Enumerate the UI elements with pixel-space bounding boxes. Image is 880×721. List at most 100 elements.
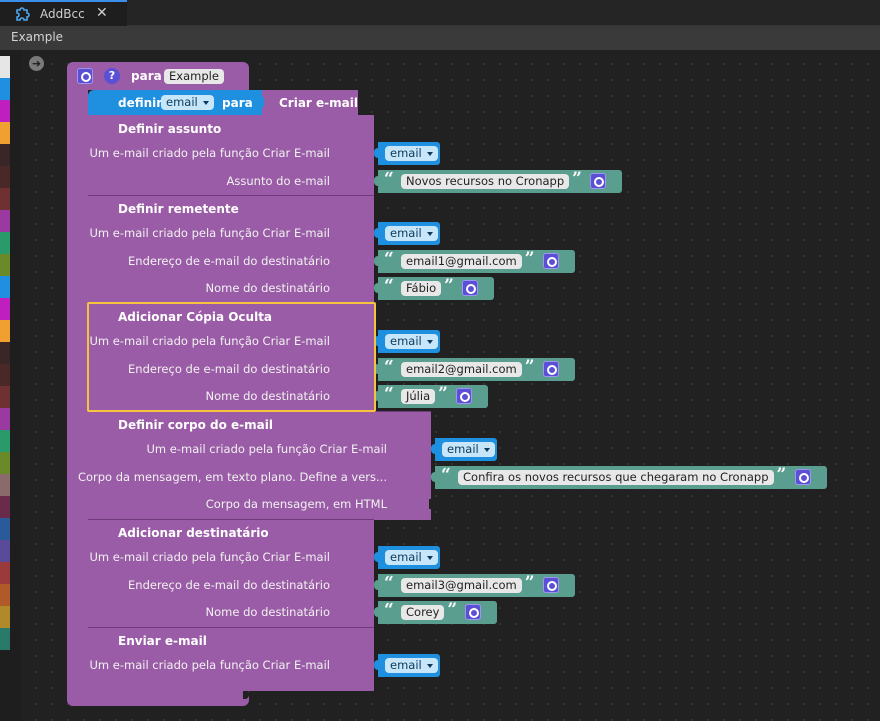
block-separator bbox=[88, 303, 374, 304]
category-swatch[interactable] bbox=[0, 232, 10, 254]
text-field[interactable]: Novos recursos no Cronapp bbox=[401, 173, 570, 189]
category-swatch[interactable] bbox=[0, 452, 10, 474]
category-swatch[interactable] bbox=[0, 320, 10, 342]
category-swatch[interactable] bbox=[0, 628, 10, 650]
redo-icon[interactable]: ➜ bbox=[29, 56, 44, 71]
input-label: Nome do destinatário bbox=[205, 281, 330, 295]
category-swatch[interactable] bbox=[0, 276, 10, 298]
statement-block[interactable] bbox=[88, 627, 374, 691]
block-title: Adicionar Cópia Oculta bbox=[118, 310, 273, 324]
create-email-block[interactable] bbox=[262, 90, 358, 116]
statement-block[interactable] bbox=[88, 303, 374, 412]
input-label: Endereço de e-mail do destinatário bbox=[128, 577, 330, 592]
set-variable-dropdown[interactable]: email bbox=[161, 95, 214, 110]
gear-icon[interactable] bbox=[462, 280, 479, 296]
category-swatch[interactable] bbox=[0, 166, 10, 188]
function-body-spine bbox=[67, 88, 88, 685]
input-label: Corpo da mensagem, em texto plano. Defin… bbox=[77, 469, 387, 484]
variable-dropdown[interactable]: email bbox=[385, 146, 438, 161]
category-swatch[interactable] bbox=[0, 78, 10, 100]
connector bbox=[431, 444, 436, 454]
category-swatch[interactable] bbox=[0, 100, 10, 122]
block-title: Definir remetente bbox=[118, 202, 239, 216]
gear-icon[interactable] bbox=[542, 360, 559, 377]
variable-dropdown[interactable]: email bbox=[385, 658, 438, 673]
set-to-keyword: para bbox=[222, 96, 253, 110]
gear-icon[interactable] bbox=[465, 604, 482, 620]
input-label: Um e-mail criado pela função Criar E-mai… bbox=[89, 226, 330, 240]
text-field[interactable]: Fábio bbox=[401, 281, 442, 296]
input-label: Um e-mail criado pela função Criar E-mai… bbox=[89, 334, 330, 348]
text-field[interactable]: email1@gmail.com bbox=[401, 253, 522, 269]
tab-addbcc[interactable]: AddBcc ✕ bbox=[0, 0, 127, 26]
variable-dropdown[interactable]: email bbox=[385, 334, 438, 349]
category-swatch[interactable] bbox=[0, 122, 10, 144]
gear-icon[interactable] bbox=[77, 68, 93, 84]
category-swatch[interactable] bbox=[0, 364, 10, 386]
category-swatch[interactable] bbox=[0, 430, 10, 452]
text-field[interactable]: Júlia bbox=[401, 389, 436, 404]
statement-block[interactable] bbox=[88, 411, 431, 520]
category-swatch[interactable] bbox=[0, 606, 10, 628]
gear-icon[interactable] bbox=[590, 172, 607, 189]
statement-block[interactable] bbox=[88, 195, 374, 304]
category-swatch[interactable] bbox=[0, 584, 10, 606]
connector bbox=[374, 148, 379, 158]
variable-dropdown[interactable]: email bbox=[385, 550, 438, 565]
category-swatch[interactable] bbox=[0, 188, 10, 210]
category-swatch[interactable] bbox=[0, 144, 10, 166]
function-name-field[interactable]: Example bbox=[164, 69, 224, 84]
gear-icon[interactable] bbox=[542, 576, 559, 593]
category-swatch[interactable] bbox=[0, 562, 10, 584]
open-quote-icon: “ bbox=[384, 248, 394, 269]
connector bbox=[374, 607, 379, 617]
empty-input-socket[interactable] bbox=[429, 499, 435, 509]
function-keyword: para bbox=[131, 69, 162, 83]
statement-block[interactable] bbox=[88, 115, 374, 196]
variable-dropdown[interactable]: email bbox=[442, 442, 495, 457]
category-swatch[interactable] bbox=[0, 56, 10, 78]
block-separator bbox=[88, 627, 374, 628]
category-swatch[interactable] bbox=[0, 386, 10, 408]
close-icon[interactable]: ✕ bbox=[96, 5, 108, 21]
gear-icon[interactable] bbox=[794, 468, 811, 485]
category-palette[interactable] bbox=[0, 56, 10, 721]
category-swatch[interactable] bbox=[0, 210, 10, 232]
open-quote-icon: “ bbox=[384, 600, 394, 620]
help-icon[interactable]: ? bbox=[104, 68, 120, 84]
open-quote-icon: “ bbox=[384, 384, 394, 404]
open-quote-icon: “ bbox=[441, 464, 451, 485]
statement-block[interactable] bbox=[88, 519, 374, 628]
close-quote-icon: ” bbox=[447, 600, 458, 620]
close-quote-icon: ” bbox=[572, 168, 582, 189]
category-swatch[interactable] bbox=[0, 408, 10, 430]
open-quote-icon: “ bbox=[384, 276, 394, 296]
category-swatch[interactable] bbox=[0, 342, 10, 364]
input-label: Endereço de e-mail do destinatário bbox=[128, 253, 330, 268]
close-quote-icon: ” bbox=[524, 572, 535, 593]
category-swatch[interactable] bbox=[0, 540, 10, 562]
category-swatch[interactable] bbox=[0, 496, 10, 518]
category-swatch[interactable] bbox=[0, 518, 10, 540]
connector bbox=[374, 552, 379, 562]
connector bbox=[374, 579, 379, 590]
text-field[interactable]: Corey bbox=[401, 605, 445, 620]
category-swatch[interactable] bbox=[0, 298, 10, 320]
block-title: Definir corpo do e-mail bbox=[118, 418, 273, 432]
connector bbox=[431, 471, 436, 482]
gear-icon[interactable] bbox=[456, 388, 473, 404]
category-swatch[interactable] bbox=[0, 474, 10, 496]
connector bbox=[374, 391, 379, 401]
gear-icon[interactable] bbox=[542, 252, 559, 269]
create-email-label: Criar e-mail bbox=[279, 96, 358, 110]
variable-dropdown[interactable]: email bbox=[385, 226, 438, 241]
connector bbox=[374, 175, 379, 186]
category-swatch[interactable] bbox=[0, 254, 10, 276]
close-quote-icon: ” bbox=[776, 464, 787, 485]
text-field[interactable]: Confira os novos recursos que chegaram n… bbox=[458, 469, 774, 485]
block-title: Enviar e-mail bbox=[118, 634, 207, 648]
close-quote-icon: ” bbox=[524, 356, 535, 377]
text-field[interactable]: email2@gmail.com bbox=[401, 361, 522, 377]
text-field[interactable]: email3@gmail.com bbox=[401, 577, 522, 593]
connector bbox=[374, 660, 379, 670]
